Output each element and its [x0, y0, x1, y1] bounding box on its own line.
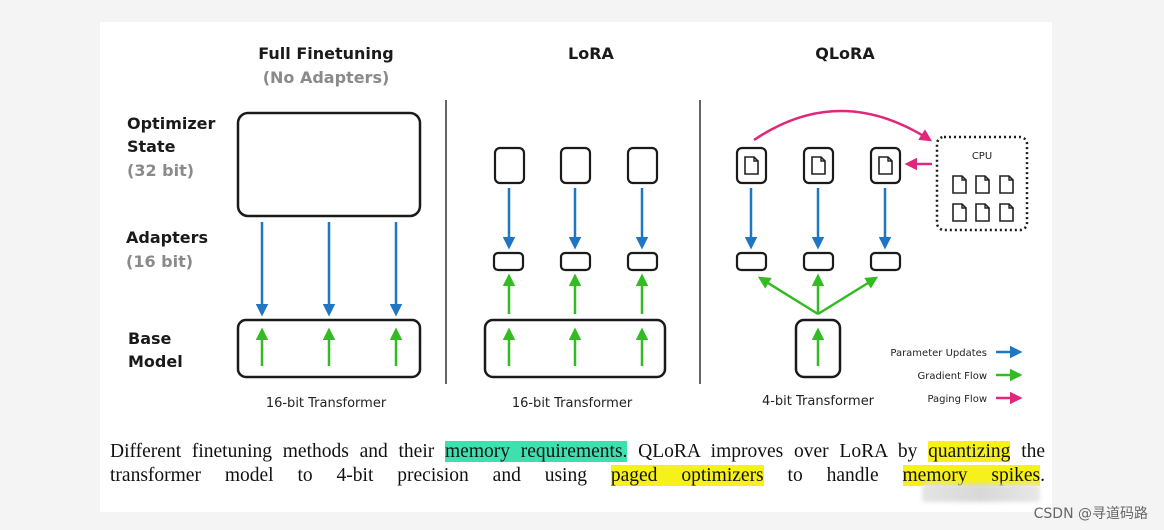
caption-text-4: to handle — [763, 465, 903, 486]
qlora-title: QLoRA — [815, 44, 875, 63]
adapters-label: Adapters — [126, 228, 208, 247]
lora-transformer-caption: 16-bit Transformer — [512, 396, 633, 411]
full-finetuning-title: Full Finetuning — [258, 44, 393, 63]
full-finetuning-subtitle: (No Adapters) — [263, 68, 390, 87]
lora-gradient-arrows — [502, 273, 649, 366]
caption-highlight-memory-requirements: memory requirements. — [445, 441, 628, 462]
full-gradient-arrows — [255, 327, 403, 366]
caption-text-2: QLoRA improves over LoRA by — [627, 441, 929, 462]
adapters-label-bits: (16 bit) — [126, 252, 193, 271]
base-model-label-line2: Model — [128, 352, 183, 371]
optimizer-label-bits: (32 bit) — [127, 161, 194, 180]
watermark: CSDN @寻道码路 — [1033, 506, 1148, 522]
optimizer-label-line1: Optimizer — [127, 114, 216, 133]
lora-adapter-boxes — [492, 251, 659, 272]
qlora-optimizer-boxes — [735, 146, 902, 185]
qlora-gradient-arrows — [757, 273, 879, 366]
legend-parameter-updates-label: Parameter Updates — [890, 348, 987, 359]
lora-optimizer-boxes — [493, 146, 659, 185]
lora-title: LoRA — [568, 44, 615, 63]
qlora-adapter-boxes — [735, 251, 902, 272]
qlora-parameter-update-arrows — [744, 188, 892, 250]
base-model-label-line1: Base — [128, 329, 172, 348]
paging-flow-arrows — [753, 109, 933, 171]
blurred-region — [922, 484, 1040, 502]
finetuning-diagram: Full Finetuning (No Adapters) LoRA QLoRA… — [126, 44, 1029, 411]
qlora-transformer-caption: 4-bit Transformer — [762, 394, 875, 409]
full-transformer-caption: 16-bit Transformer — [266, 396, 387, 411]
legend: Parameter Updates Gradient Flow Paging F… — [890, 345, 1023, 405]
figure-caption: Different finetuning methods and their m… — [110, 440, 1045, 488]
caption-text-5: . — [1040, 465, 1046, 486]
caption-highlight-quantizing: quantizing — [928, 441, 1011, 462]
caption-highlight-paged-optimizers: paged optimizers — [610, 465, 764, 486]
lora-parameter-update-arrows — [502, 188, 649, 250]
caption-highlight-memory-spikes: memory spikes — [902, 465, 1041, 486]
figure-panel: Full Finetuning (No Adapters) LoRA QLoRA… — [100, 22, 1052, 512]
legend-gradient-flow-label: Gradient Flow — [917, 371, 987, 382]
full-optimizer-state-box — [236, 111, 422, 218]
legend-paging-flow-label: Paging Flow — [927, 394, 987, 405]
caption-text-1: Different finetuning methods and their — [110, 441, 445, 462]
caption-text-3: the transformer model to 4-bit precision… — [110, 441, 1046, 486]
optimizer-label-line2: State — [127, 137, 176, 156]
cpu-label: CPU — [972, 151, 992, 162]
full-parameter-update-arrows — [255, 222, 403, 317]
